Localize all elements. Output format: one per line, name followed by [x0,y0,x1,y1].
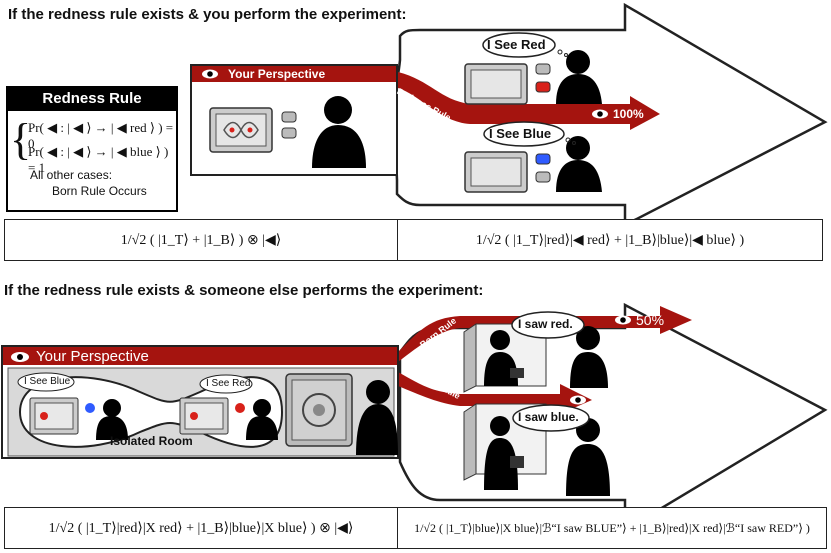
eye-icon [11,352,29,362]
perspective-band-1 [192,66,396,82]
bubble-see-blue-small [17,372,75,392]
lamp-icons-gray [281,111,297,139]
rule-line-4: Born Rule Occurs [52,184,147,198]
brace-glyph: { [10,115,32,164]
bubble-saw-blue [512,404,590,432]
person-silhouette [556,50,602,104]
formula-3: 1/√2 ( |1_T⟩|red⟩|X red⟩ + |1_B⟩|blue⟩|X… [4,507,398,549]
lamp-blue [85,403,95,413]
person-silhouette [246,399,278,440]
see-red-text: I See Red [487,37,546,52]
formula-4: 1/√2 ( |1_T⟩|blue⟩|X blue⟩|ℬ“I saw BLUE”… [397,507,827,549]
section2-heading: If the redness rule exists & someone els… [4,282,484,299]
saw-red-text: I saw red. [518,317,573,331]
section1-heading: If the redness rule exists & you perform… [8,6,407,23]
rule-line-2: Pr( ◀ : | ◀ ⟩ → | ◀ blue ⟩ ) = 1 [28,144,169,175]
inner-box-right [179,397,229,435]
apparatus-box-blue [464,151,528,193]
perspective-band-2 [3,347,397,365]
formula-1: 1/√2 ( |1_T⟩ + |1_B⟩ ) ⊗ |◀⟩ [4,219,398,261]
bubble-saw-red [511,311,585,339]
redness-rule-title: Redness Rule [8,88,176,111]
lamp-red [235,403,245,413]
person-silhouette [96,399,128,440]
lamp-blue [535,153,551,165]
percent-100: 100% [613,107,644,121]
bubble-see-red [482,32,556,58]
person-silhouette [312,96,366,168]
see-blue-small-text: I See Blue [24,376,71,387]
lamp-red [535,81,551,93]
eye-icon [202,69,218,79]
formula-2: 1/√2 ( |1_T⟩|red⟩|◀ red⟩ + |1_B⟩|blue⟩|◀… [397,219,823,261]
apparatus-box-red [464,63,528,105]
see-red-small-text: I See Red [206,378,251,389]
perspective-label-2: Your Perspective [36,348,149,365]
apparatus-box [209,107,273,153]
person-silhouette [356,380,398,455]
redness-rule-box: Redness Rule { Pr( ◀ : | ◀ ⟩ → | ◀ red ⟩… [6,86,178,212]
lamp-gray [535,171,551,183]
eye-icon [615,315,631,325]
perspective-label-1: Your Perspective [228,67,326,81]
percent-50-bottom: 50% [592,392,621,408]
see-blue-text: I See Blue [489,126,552,141]
lamp-gray [535,63,551,75]
person-silhouette [484,330,524,386]
person-silhouette [566,418,610,496]
inner-box-left [29,397,79,435]
eye-icon [592,109,608,119]
percent-50-top: 50% [636,312,665,328]
saw-blue-text: I saw blue. [518,410,579,424]
bubble-see-red-small [199,374,253,394]
isolated-room-label: Isolated Room [110,434,193,448]
vault-box [285,373,353,447]
person-silhouette [570,326,608,388]
rule-line-1: Pr( ◀ : | ◀ ⟩ → | ◀ red ⟩ ) = 0 [28,120,174,151]
person-silhouette [556,136,602,192]
person-silhouette [484,416,524,490]
rule-line-3: All other cases: [30,168,113,182]
bubble-see-blue [483,121,565,147]
eye-icon [570,395,586,405]
